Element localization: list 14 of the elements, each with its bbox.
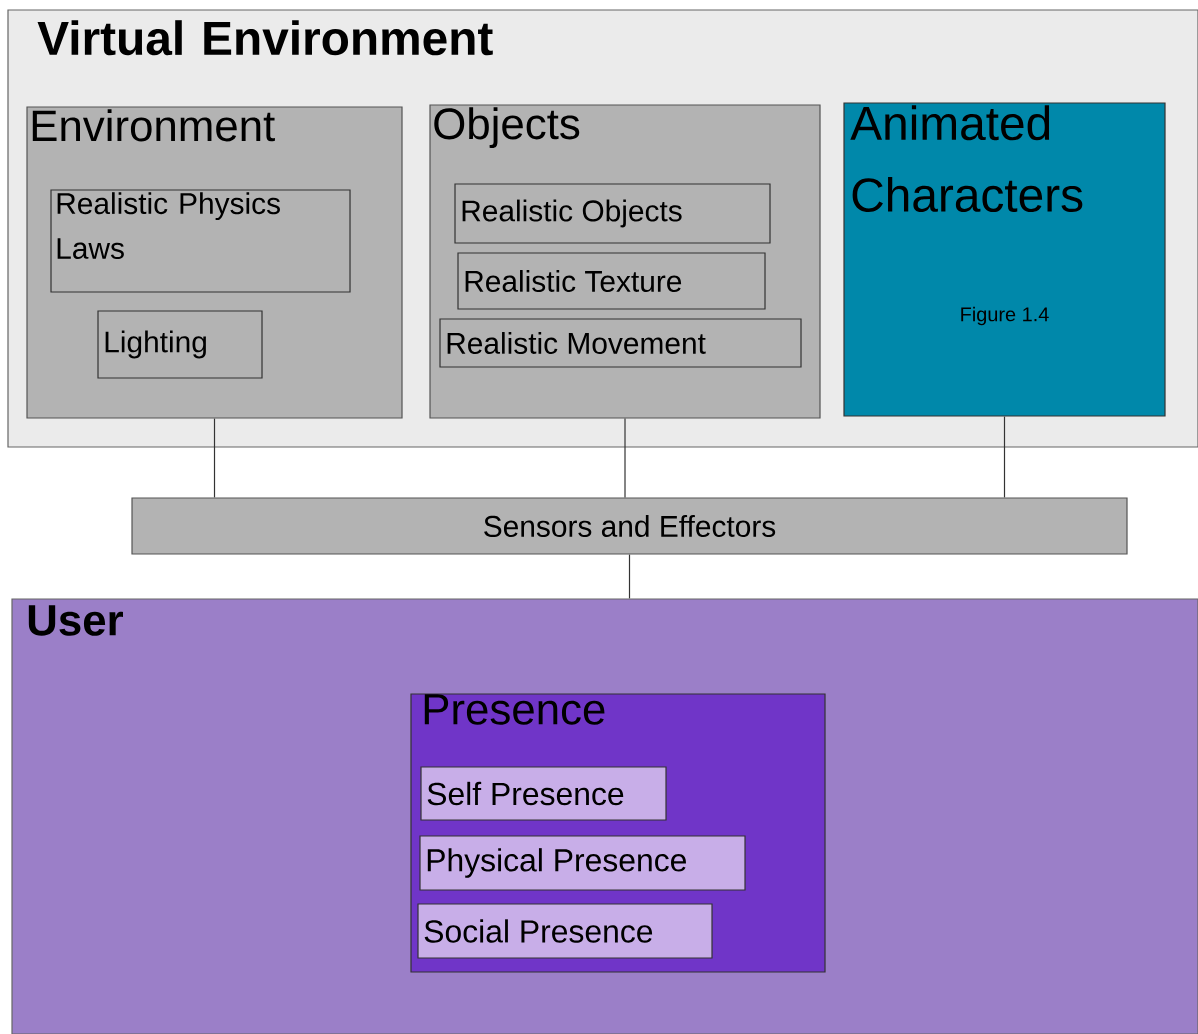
item-box: Self Presence	[420, 766, 667, 821]
connector-line	[1003, 416, 1006, 498]
item-box: Realistic Movement	[439, 318, 802, 368]
category-box: Animated Characters Figure 1.4	[843, 102, 1166, 417]
connector-line	[628, 554, 631, 599]
item-box: Realistic Texture	[457, 252, 766, 310]
connector-line	[213, 418, 216, 498]
interface-bar: Sensors and Effectors	[131, 497, 1128, 555]
connector-line	[624, 418, 626, 498]
item-box: Lighting	[97, 310, 263, 379]
item-box: Realistic Objects	[454, 183, 771, 244]
item-box: Physical Presence	[419, 835, 746, 891]
item-box: Social Presence	[417, 903, 713, 959]
item-box: Realistic Physics Laws	[50, 189, 351, 293]
